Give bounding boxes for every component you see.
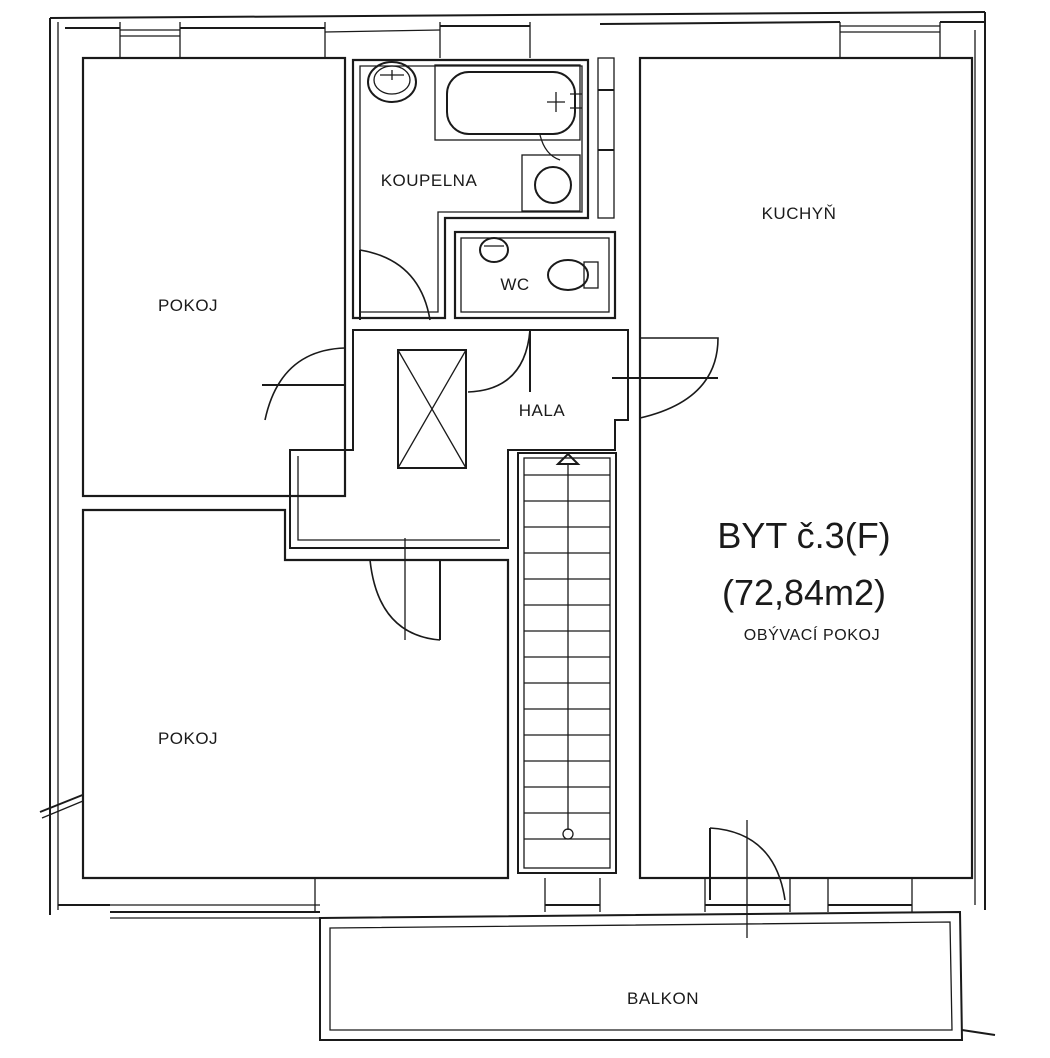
apartment-title: BYT č.3(F) bbox=[717, 515, 890, 556]
washbasin bbox=[367, 61, 417, 103]
room-koupelna bbox=[351, 58, 590, 320]
room-pokoj-top bbox=[81, 56, 347, 498]
room-label-obyvaci-pokoj: OBÝVACÍ POKOJ bbox=[744, 625, 880, 644]
wall-cabinets bbox=[597, 57, 615, 219]
shaft bbox=[397, 349, 467, 469]
room-label-hala: HALA bbox=[519, 401, 566, 420]
bathroom-fixture bbox=[521, 134, 581, 212]
wall-details bbox=[119, 22, 941, 912]
wc-fixtures bbox=[479, 237, 599, 291]
room-label-pokoj-bottom: POKOJ bbox=[158, 729, 218, 748]
room-kuchyn bbox=[638, 56, 974, 880]
room-label-koupelna: KOUPELNA bbox=[381, 171, 478, 190]
room-label-balkon: BALKON bbox=[627, 989, 699, 1008]
room-label-pokoj-top: POKOJ bbox=[158, 296, 218, 315]
room-label-kuchyn: KUCHYŇ bbox=[762, 204, 837, 223]
bathtub bbox=[434, 64, 582, 141]
room-pokoj-bottom bbox=[81, 508, 510, 880]
room-hala bbox=[289, 329, 629, 549]
doors bbox=[262, 249, 786, 938]
staircase bbox=[517, 452, 617, 874]
apartment-area: (72,84m2) bbox=[722, 572, 886, 613]
balcony bbox=[319, 910, 996, 1041]
room-label-wc: WC bbox=[500, 275, 529, 294]
room-wc bbox=[453, 230, 617, 320]
outer-walls bbox=[39, 11, 986, 919]
